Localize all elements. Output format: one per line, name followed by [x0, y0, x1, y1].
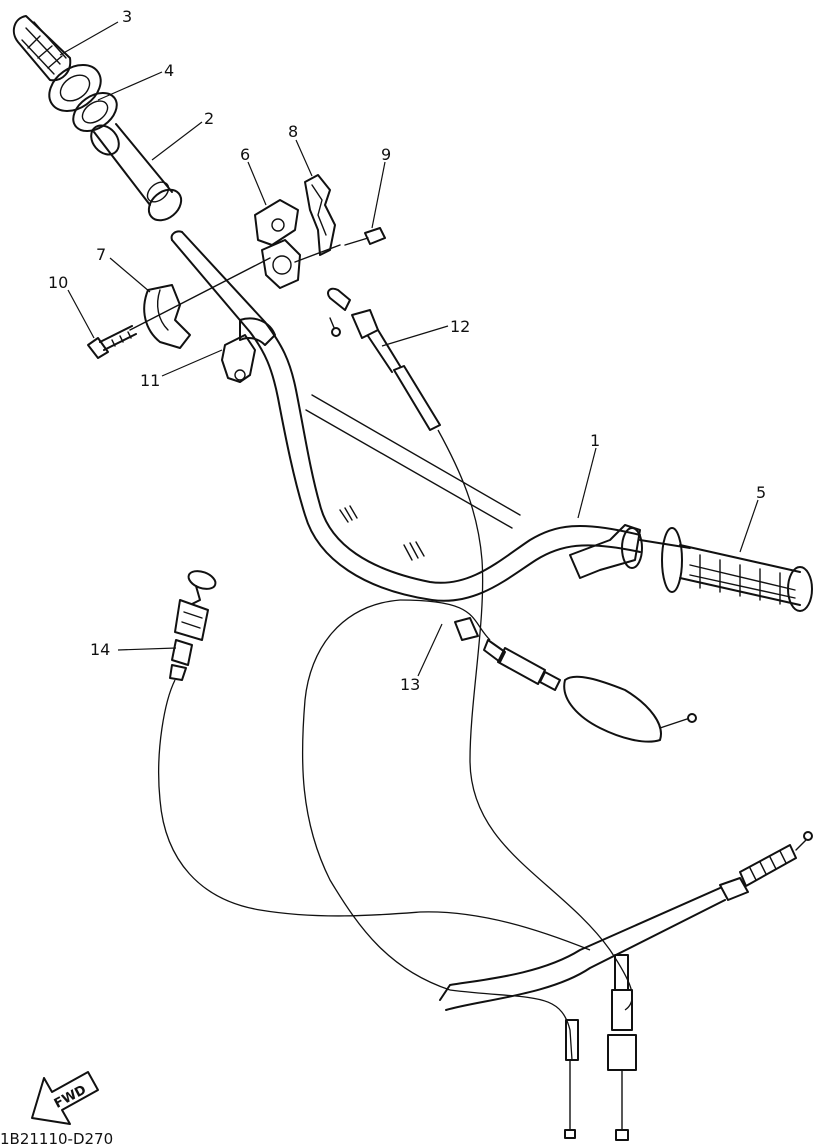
- callout-5: 5: [756, 483, 766, 502]
- screw-9[interactable]: [344, 227, 386, 246]
- grip-collar[interactable]: [66, 85, 124, 139]
- callout-2: 2: [204, 109, 214, 128]
- fwd-arrow-icon: FWD: [31, 1071, 99, 1125]
- left-grip[interactable]: [12, 15, 110, 120]
- callout-6: 6: [240, 145, 250, 164]
- hot-starter-cable-sheath[interactable]: [439, 831, 813, 1141]
- callout-4: 4: [164, 61, 174, 80]
- callout-12: 12: [450, 317, 470, 336]
- throttle-housing[interactable]: [254, 199, 301, 289]
- callout-11: 11: [140, 371, 160, 390]
- callout-1: 1: [590, 431, 600, 450]
- callout-9: 9: [381, 145, 391, 164]
- clutch-cable[interactable]: [301, 599, 697, 1139]
- callout-3: 3: [122, 7, 132, 26]
- bolt-10[interactable]: [87, 325, 137, 359]
- fwd-label: FWD: [52, 1082, 89, 1111]
- callout-14: 14: [90, 640, 110, 659]
- throttle-cover[interactable]: [143, 284, 191, 349]
- throttle-cable[interactable]: [327, 287, 633, 1011]
- callout-8: 8: [288, 122, 298, 141]
- cable-guide[interactable]: [304, 174, 336, 256]
- handlebar[interactable]: [170, 230, 641, 602]
- throttle-grip-tube[interactable]: [86, 120, 188, 226]
- callout-7: 7: [96, 245, 106, 264]
- clutch-lever-holder[interactable]: [569, 524, 643, 579]
- callout-10: 10: [48, 273, 68, 292]
- callout-13: 13: [400, 675, 420, 694]
- document-number: 1B21110-D270: [0, 1130, 114, 1148]
- right-grip[interactable]: [639, 527, 813, 612]
- starter-plunger-cable[interactable]: [158, 568, 591, 951]
- handlebar-clamp[interactable]: [221, 317, 276, 383]
